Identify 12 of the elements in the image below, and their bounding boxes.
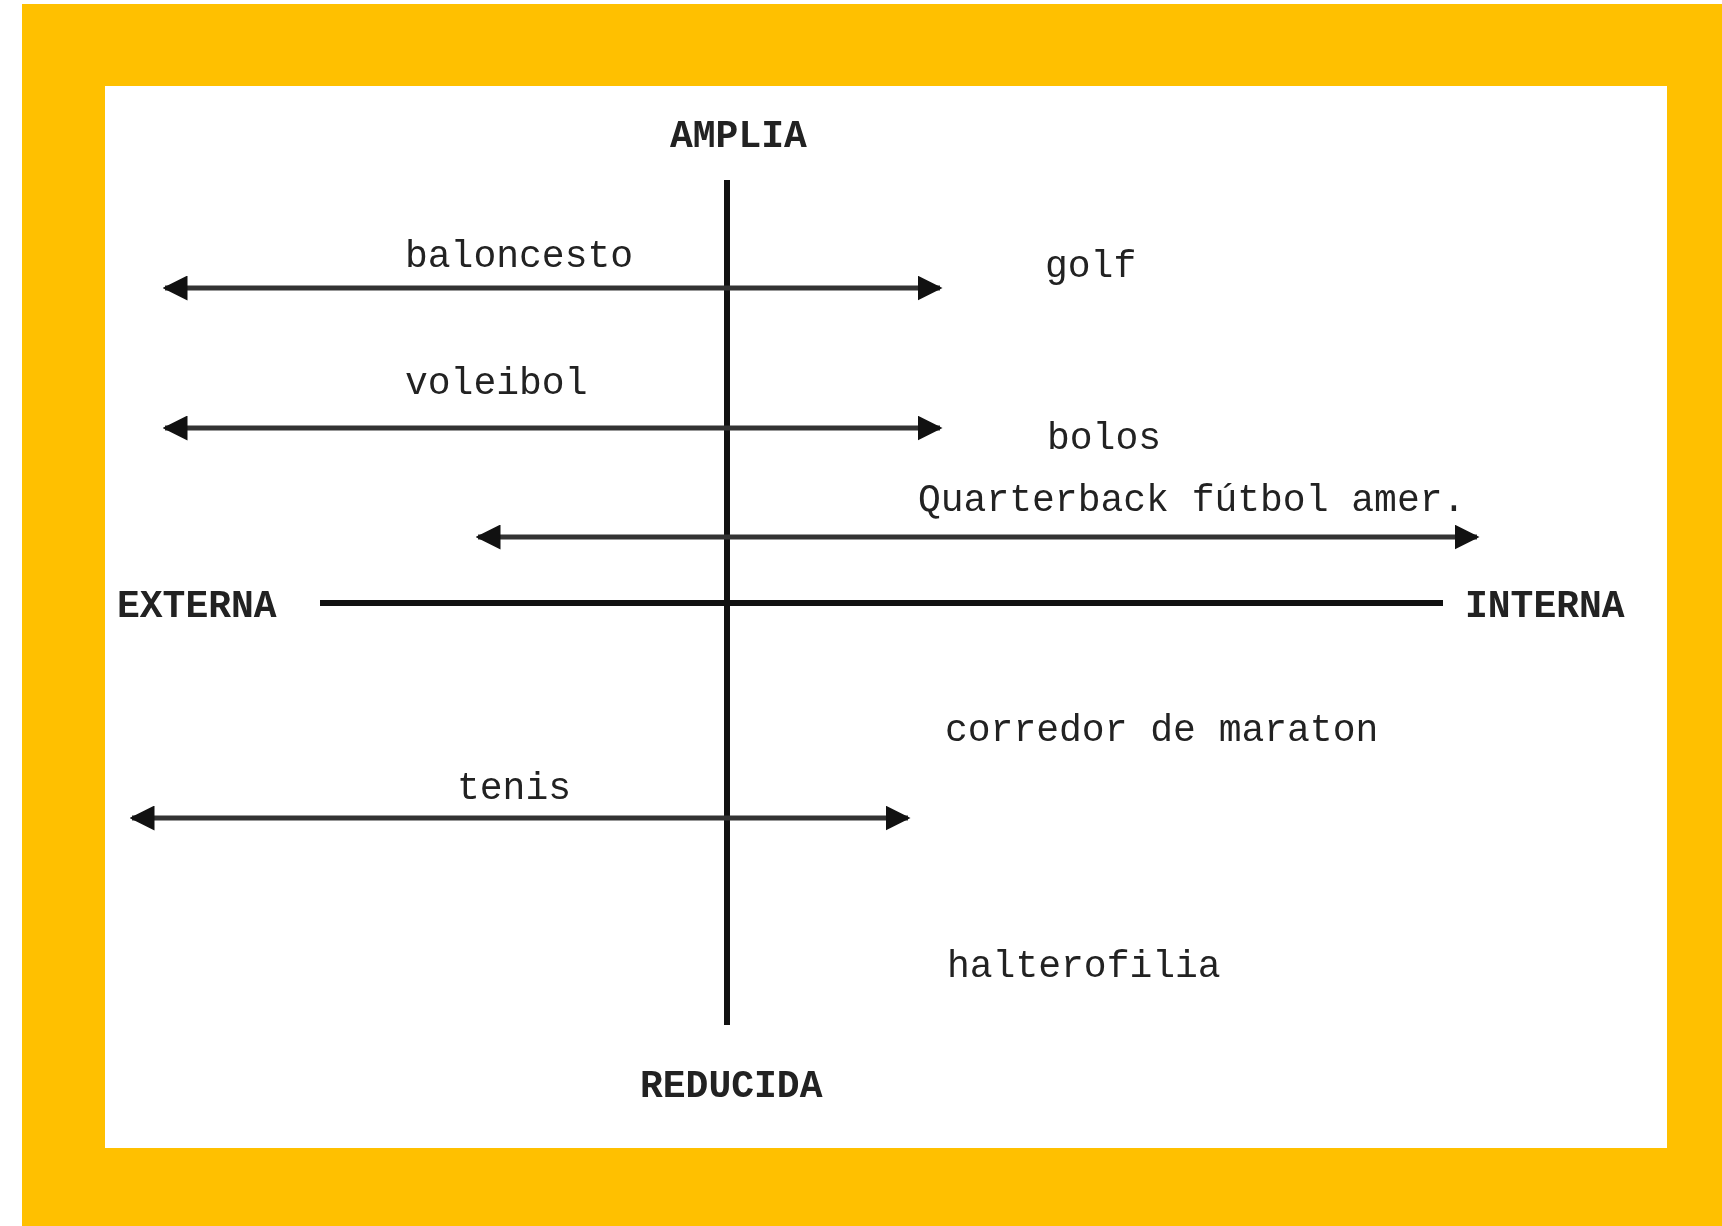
sport-label: voleibol: [405, 365, 588, 403]
sport-label: Quarterback fútbol amer.: [918, 482, 1466, 520]
sport-label: bolos: [1047, 420, 1162, 458]
sport-label: corredor de maraton: [945, 712, 1379, 750]
axis-label: EXTERNA: [117, 588, 277, 626]
sport-label: baloncesto: [405, 238, 634, 276]
axis-label: AMPLIA: [670, 118, 807, 156]
sport-label: tenis: [457, 770, 572, 808]
axis-label: REDUCIDA: [640, 1068, 823, 1106]
sport-label: halterofilia: [947, 948, 1221, 986]
axis-label: INTERNA: [1465, 588, 1625, 626]
sport-label: golf: [1045, 248, 1137, 286]
